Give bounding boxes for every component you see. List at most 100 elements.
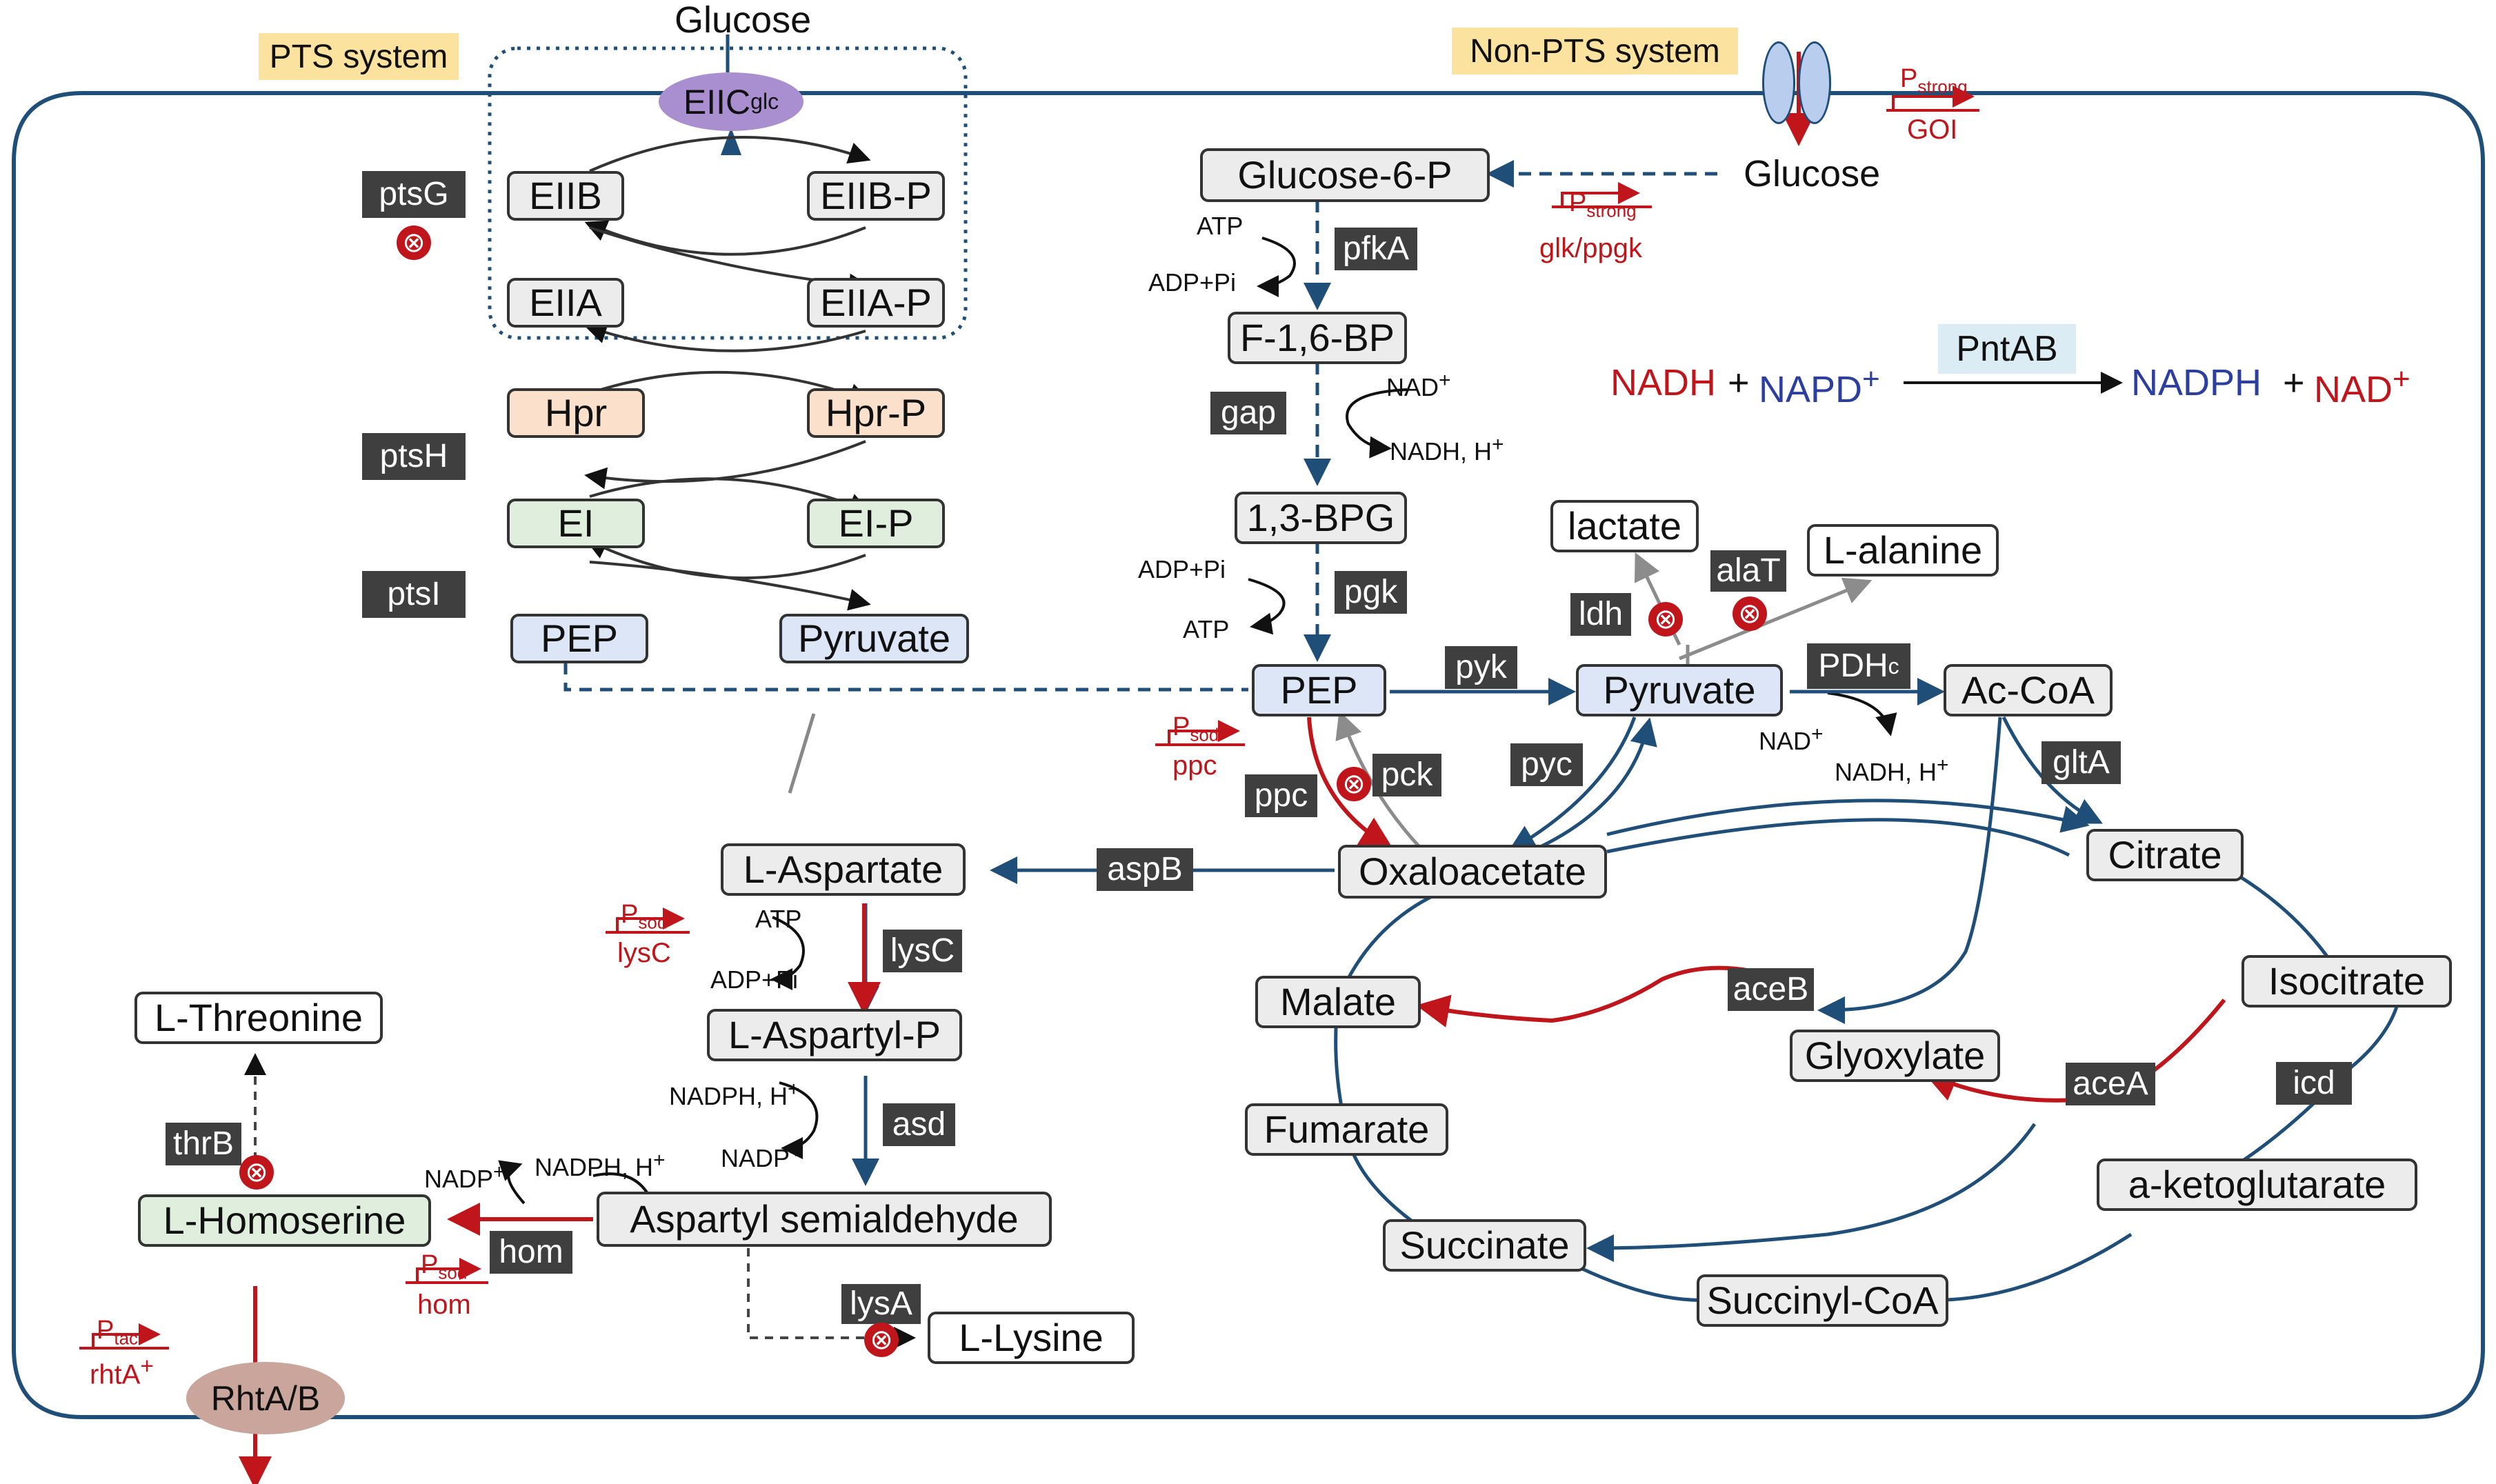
eq-nadh: NADH bbox=[1610, 362, 1717, 403]
l-lysine-node: L-Lysine bbox=[928, 1312, 1135, 1364]
ppc-enzyme-tag: ppc bbox=[1245, 774, 1317, 817]
alat-enzyme-tag: alaT bbox=[1710, 550, 1786, 592]
hom-gene-label: hom bbox=[417, 1290, 471, 1320]
nadph-cofactor: NADPH, H+ bbox=[669, 1079, 800, 1109]
oxaloacetate-node: Oxaloacetate bbox=[1338, 845, 1607, 899]
lysa-enzyme-tag: lysA bbox=[841, 1284, 921, 1324]
asd-enzyme-tag: asd bbox=[883, 1103, 955, 1146]
l-aspartate-node: L-Aspartate bbox=[721, 843, 966, 896]
hpr-node: Hpr bbox=[507, 388, 645, 438]
p-sod-ppc-promoter: Psod bbox=[1172, 714, 1219, 744]
pyruvate-node: Pyruvate bbox=[1576, 664, 1783, 716]
pyc-enzyme-tag: pyc bbox=[1510, 743, 1583, 786]
p-strong-goi-promoter: Pstrong bbox=[1900, 66, 1968, 96]
ppc-gene-label: ppc bbox=[1172, 750, 1217, 781]
lysa-knockout-icon: ⊗ bbox=[864, 1323, 899, 1357]
thrb-knockout-icon: ⊗ bbox=[239, 1155, 274, 1190]
pck-enzyme-tag: pck bbox=[1372, 754, 1441, 796]
p-strong-2-text: P bbox=[1569, 188, 1587, 217]
pdhc-subscript: c bbox=[1888, 654, 1899, 679]
nadp-text: NADP bbox=[721, 1144, 790, 1172]
cell-membrane bbox=[12, 91, 2485, 1419]
nad-cofactor: NAD+ bbox=[1386, 370, 1451, 400]
malate-node: Malate bbox=[1255, 976, 1421, 1028]
pntab-enzyme-label: PntAB bbox=[1938, 324, 2076, 374]
succinate-node: Succinate bbox=[1383, 1219, 1586, 1272]
pyk-enzyme-tag: pyk bbox=[1445, 646, 1517, 689]
pgk-enzyme-tag: pgk bbox=[1335, 571, 1407, 614]
atp-cofactor-3: ATP bbox=[755, 905, 802, 933]
acea-enzyme-tag: aceA bbox=[2066, 1063, 2155, 1105]
eq-nad-text: NAD bbox=[2314, 369, 2393, 410]
p-sod-lysc-sub: sod bbox=[638, 912, 668, 933]
isocitrate-node: Isocitrate bbox=[2242, 955, 2452, 1007]
eq-plus-1: + bbox=[1728, 362, 1750, 403]
nadph-sup: + bbox=[788, 1078, 800, 1101]
p-strong-1-sub: strong bbox=[1917, 76, 1968, 97]
nadp2-text: NADP bbox=[424, 1165, 494, 1193]
pep-node: PEP bbox=[1252, 664, 1386, 716]
eq-nad-sup: + bbox=[2393, 362, 2410, 396]
nadh2-text: NADH, H bbox=[1835, 758, 1937, 786]
eiib-node: EIIB bbox=[507, 171, 624, 221]
eiic-label: EIIC bbox=[683, 82, 751, 121]
ldh-knockout-icon: ⊗ bbox=[1648, 602, 1683, 636]
nadp2-sup: + bbox=[493, 1161, 506, 1183]
aspartyl-semialdehyde-node: Aspartyl semialdehyde bbox=[597, 1192, 1052, 1247]
nad-sup: + bbox=[1439, 369, 1451, 392]
glucose-porin-icon bbox=[1762, 41, 1831, 124]
ac-coa-node: Ac-CoA bbox=[1944, 664, 2113, 716]
p-strong-2-sub: strong bbox=[1586, 200, 1637, 221]
nad-cofactor-2: NAD+ bbox=[1759, 724, 1824, 754]
nadph-cofactor-2: NADPH, H+ bbox=[535, 1150, 666, 1180]
p-sod-lysc-text: P bbox=[621, 900, 639, 929]
eiia-p-node: EIIA-P bbox=[807, 278, 945, 328]
goi-gene-label: GOI bbox=[1907, 114, 1958, 145]
fumarate-node: Fumarate bbox=[1245, 1103, 1448, 1156]
glucose-inside-label: Glucose bbox=[1744, 153, 1881, 194]
eq-napd-text: NAPD bbox=[1759, 369, 1863, 410]
hpr-p-node: Hpr-P bbox=[807, 388, 945, 438]
p-tac-promoter: Ptac bbox=[97, 1317, 138, 1347]
rhta-transporter: RhtA/B bbox=[186, 1362, 345, 1434]
pck-knockout-icon: ⊗ bbox=[1337, 767, 1371, 801]
gap-enzyme-tag: gap bbox=[1210, 392, 1286, 434]
pts-pyruvate-node: Pyruvate bbox=[779, 614, 969, 663]
ldh-enzyme-tag: ldh bbox=[1570, 593, 1631, 636]
non-pts-system-label: Non-PTS system bbox=[1452, 28, 1738, 74]
icd-enzyme-tag: icd bbox=[2276, 1062, 2352, 1105]
pdhc-label: PDH bbox=[1818, 648, 1888, 684]
nadph2-text: NADPH, H bbox=[535, 1153, 654, 1181]
p-tac-text: P bbox=[97, 1316, 114, 1345]
nadh-cofactor: NADH, H+ bbox=[1390, 434, 1504, 464]
ptsg-knockout-icon: ⊗ bbox=[397, 225, 431, 260]
nadph2-sup: + bbox=[653, 1149, 666, 1172]
nadp-sup: + bbox=[790, 1140, 802, 1163]
p-sod-hom-promoter: Psod bbox=[421, 1252, 467, 1282]
eq-napd-sup: + bbox=[1862, 362, 1880, 396]
ei-node: EI bbox=[507, 499, 645, 548]
p-sod-lysc-promoter: Psod bbox=[621, 901, 667, 932]
p-strong-glk-promoter: Pstrong bbox=[1569, 190, 1637, 220]
lysc-enzyme-tag: lysC bbox=[883, 930, 962, 972]
ei-p-node: EI-P bbox=[807, 499, 945, 548]
glucose-6-p-node: Glucose-6-P bbox=[1200, 148, 1490, 202]
pfka-enzyme-tag: pfkA bbox=[1335, 228, 1417, 270]
1-3-bpg-node: 1,3-BPG bbox=[1235, 492, 1407, 544]
succinyl-coa-node: Succinyl-CoA bbox=[1697, 1274, 1948, 1327]
eq-plus-2: + bbox=[2283, 362, 2305, 403]
lysc-gene-label: lysC bbox=[617, 938, 671, 968]
eq-napd: NAPD+ bbox=[1759, 362, 1880, 410]
eiia-node: EIIA bbox=[507, 278, 624, 328]
ptsi-gene-tag: ptsI bbox=[362, 571, 466, 618]
atp-cofactor-2: ATP bbox=[1183, 615, 1230, 643]
rhta-gene-text: rhtA bbox=[90, 1359, 141, 1390]
p-sod-hom-text: P bbox=[421, 1250, 439, 1279]
glyoxylate-node: Glyoxylate bbox=[1790, 1030, 2000, 1082]
nadh-text: NADH, H bbox=[1390, 437, 1492, 465]
nadh-cofactor-2: NADH, H+ bbox=[1835, 755, 1949, 785]
